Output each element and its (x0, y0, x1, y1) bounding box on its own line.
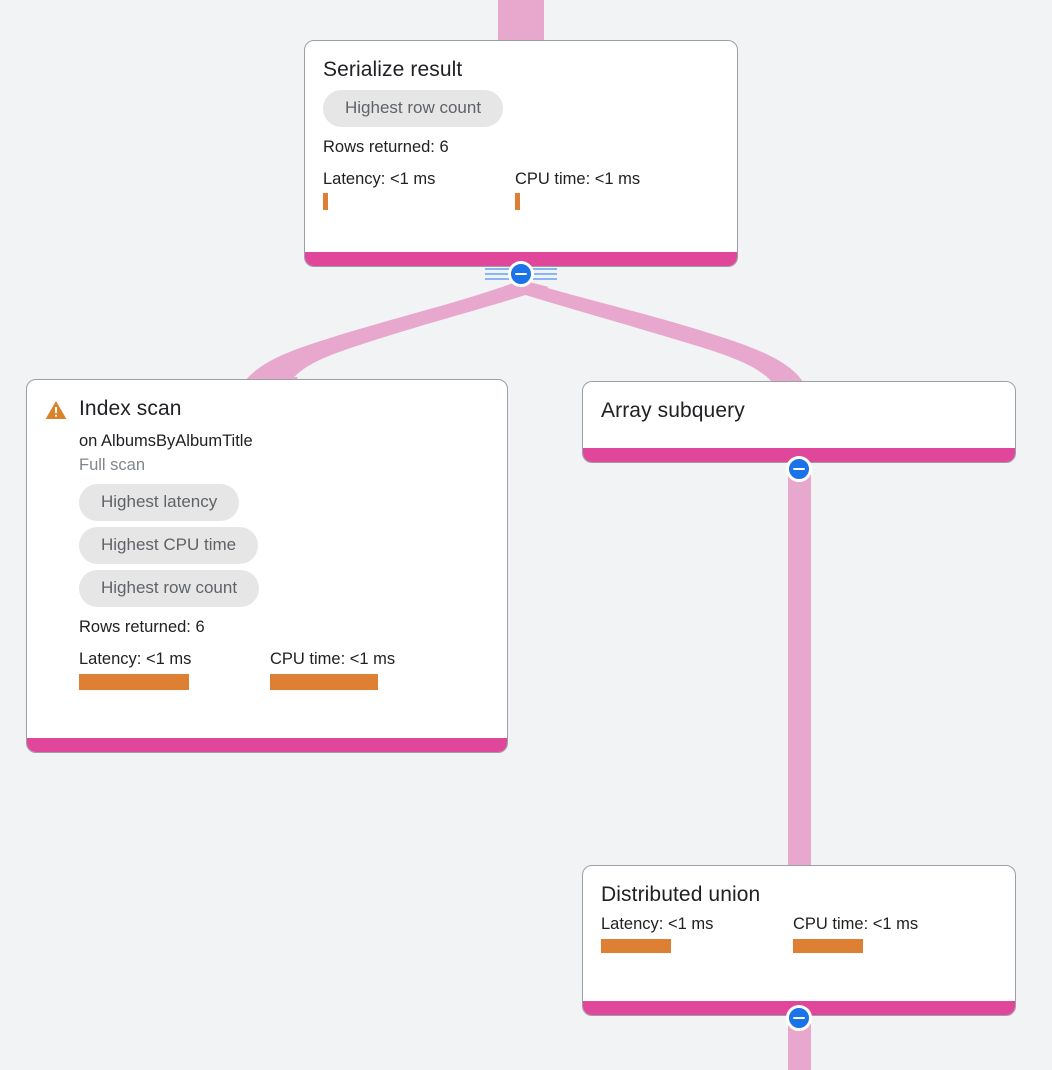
node-serialize-result-title-row: Serialize result (323, 57, 719, 83)
node-distributed-union-body: Distributed union Latency: <1 ms CPU tim… (583, 866, 1015, 967)
node-index-scan-accent-bar (27, 738, 507, 752)
chip-highest-row-count: Highest row count (79, 570, 260, 607)
node-array-subquery-title-row: Array subquery (601, 398, 997, 424)
edge-serialize-to-array-subquery (516, 281, 803, 382)
node-index-scan-title-row: Index scan (45, 396, 489, 425)
node-serialize-result[interactable]: Serialize result Highest row count Rows … (304, 40, 738, 267)
node-index-scan-rows-returned: Rows returned: 6 (79, 618, 205, 636)
node-distributed-union-title: Distributed union (601, 883, 761, 906)
node-serialize-result-rows-returned: Rows returned: 6 (323, 138, 449, 156)
warning-triangle-icon (45, 400, 67, 425)
metric-cpu-time: CPU time: <1 ms (515, 169, 640, 210)
node-distributed-union-title-row: Distributed union (601, 882, 997, 908)
metric-latency: Latency: <1 ms (601, 914, 793, 953)
edge-serialize-to-index-scan (245, 280, 549, 381)
node-index-scan-scan-type: Full scan (79, 456, 146, 474)
metric-latency: Latency: <1 ms (323, 169, 515, 210)
node-index-scan[interactable]: Index scan on AlbumsByAlbumTitle Full sc… (26, 379, 508, 753)
metric-cpu-time: CPU time: <1 ms (793, 914, 918, 953)
node-distributed-union-metrics: Latency: <1 ms CPU time: <1 ms (601, 914, 997, 953)
metric-cpu-time: CPU time: <1 ms (270, 649, 395, 690)
node-serialize-result-accent-bar (305, 252, 737, 266)
node-index-scan-metrics: Latency: <1 ms CPU time: <1 ms (79, 649, 489, 690)
node-array-subquery[interactable]: Array subquery (582, 381, 1016, 463)
metric-cpu-time-label: CPU time: <1 ms (270, 650, 396, 668)
node-serialize-result-body: Serialize result Highest row count Rows … (305, 41, 737, 224)
metric-cpu-time-label: CPU time: <1 ms (515, 170, 641, 188)
metric-latency-bar (79, 674, 189, 690)
edge-incoming-top (498, 0, 544, 44)
node-array-subquery-title: Array subquery (601, 399, 745, 422)
node-serialize-result-metrics: Latency: <1 ms CPU time: <1 ms (323, 169, 719, 210)
node-serialize-result-title: Serialize result (323, 58, 463, 81)
metric-latency-label: Latency: <1 ms (79, 650, 192, 668)
chip-highest-row-count: Highest row count (323, 90, 504, 127)
metric-latency-bar (601, 939, 671, 953)
metric-latency: Latency: <1 ms (79, 649, 270, 690)
metric-cpu-time-bar (793, 939, 863, 953)
metric-latency-label: Latency: <1 ms (601, 915, 714, 933)
node-distributed-union[interactable]: Distributed union Latency: <1 ms CPU tim… (582, 865, 1016, 1016)
node-array-subquery-body: Array subquery (583, 382, 1015, 438)
metric-latency-label: Latency: <1 ms (323, 170, 436, 188)
node-index-scan-subtitle: on AlbumsByAlbumTitle (79, 432, 253, 450)
metric-cpu-time-bar (270, 674, 378, 690)
metric-cpu-time-bar (515, 193, 520, 210)
node-index-scan-chips: Highest latency Highest CPU time Highest… (79, 484, 489, 607)
collapse-toggle-serialize-result[interactable] (508, 261, 534, 287)
node-serialize-result-chips: Highest row count (323, 90, 719, 127)
metric-latency-bar (323, 193, 328, 210)
chip-highest-cpu-time: Highest CPU time (79, 527, 259, 564)
chip-highest-latency: Highest latency (79, 484, 240, 521)
collapse-toggle-distributed-union[interactable] (786, 1005, 812, 1031)
node-index-scan-title: Index scan (79, 397, 182, 420)
collapse-toggle-array-subquery[interactable] (786, 456, 812, 482)
edge-array-subquery-to-distributed-union (788, 463, 811, 871)
node-array-subquery-accent-bar (583, 448, 1015, 462)
node-index-scan-body: Index scan on AlbumsByAlbumTitle Full sc… (27, 380, 507, 704)
metric-cpu-time-label: CPU time: <1 ms (793, 915, 919, 933)
